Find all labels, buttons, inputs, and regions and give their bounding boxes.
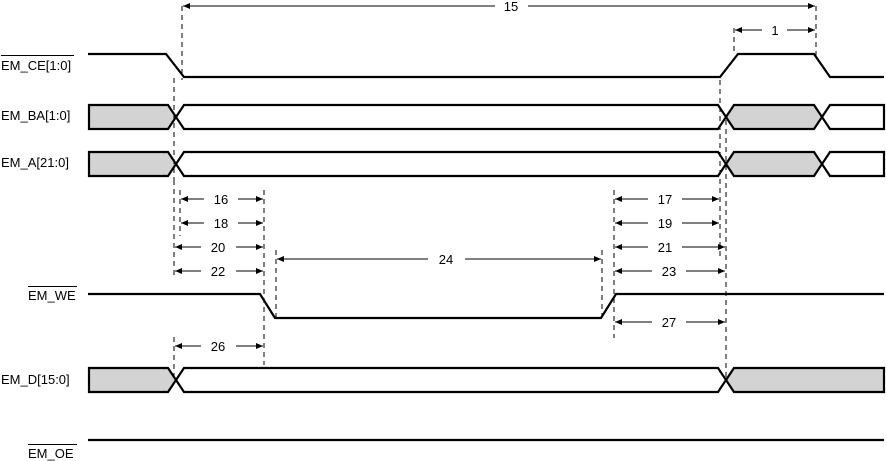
signal-labels: EM_CE[1:0] EM_BA[1:0] EM_A[21:0] EM_WE E… <box>1 55 77 461</box>
timing-label-20: 20 <box>211 240 225 255</box>
timing-17: 17 <box>615 192 719 207</box>
timing-26: 26 <box>175 339 263 354</box>
timing-label-16: 16 <box>214 192 228 207</box>
dimension-arrows: 15 1 16 18 <box>175 0 815 354</box>
signal-label-we: EM_WE <box>28 288 76 303</box>
signal-label-ce: EM_CE[1:0] <box>1 58 71 73</box>
timing-label-15: 15 <box>504 0 518 14</box>
reference-lines <box>173 6 817 378</box>
d-valid-segment <box>174 366 728 394</box>
a-invalid-segment-2 <box>724 150 824 178</box>
timing-21: 21 <box>615 240 725 255</box>
timing-19: 19 <box>615 216 719 231</box>
timing-16: 16 <box>181 192 263 207</box>
timing-label-27: 27 <box>662 315 676 330</box>
timing-label-21: 21 <box>658 240 672 255</box>
ba-invalid-segment-1 <box>87 103 178 131</box>
timing-1: 1 <box>735 23 815 38</box>
timing-18: 18 <box>181 216 263 231</box>
a-invalid-segment-1 <box>87 150 178 178</box>
we-waveform <box>88 292 884 320</box>
timing-label-17: 17 <box>658 192 672 207</box>
timing-23: 23 <box>615 264 725 279</box>
timing-label-18: 18 <box>214 216 228 231</box>
waveforms <box>87 52 886 442</box>
d-invalid-segment-1 <box>87 366 178 394</box>
timing-label-22: 22 <box>211 264 225 279</box>
timing-label-24: 24 <box>439 252 453 267</box>
ba-valid-segment <box>174 103 728 131</box>
signal-label-ba: EM_BA[1:0] <box>1 108 70 123</box>
timing-label-19: 19 <box>658 216 672 231</box>
timing-24: 24 <box>277 252 601 267</box>
signal-label-oe: EM_OE <box>28 446 74 461</box>
timing-label-1: 1 <box>771 23 778 38</box>
signal-label-a: EM_A[21:0] <box>1 155 69 170</box>
timing-label-23: 23 <box>662 264 676 279</box>
a-valid-segment <box>174 150 728 178</box>
signal-label-d: EM_D[15:0] <box>1 372 70 387</box>
ba-tail-segment <box>820 103 886 131</box>
timing-22: 22 <box>175 264 263 279</box>
timing-27: 27 <box>615 315 725 330</box>
d-invalid-segment-2 <box>724 366 886 394</box>
a-tail-segment <box>820 150 886 178</box>
timing-15: 15 <box>183 0 815 14</box>
ce-waveform <box>88 52 884 79</box>
timing-20: 20 <box>175 240 263 255</box>
ba-invalid-segment-2 <box>724 103 824 131</box>
timing-label-26: 26 <box>211 339 225 354</box>
